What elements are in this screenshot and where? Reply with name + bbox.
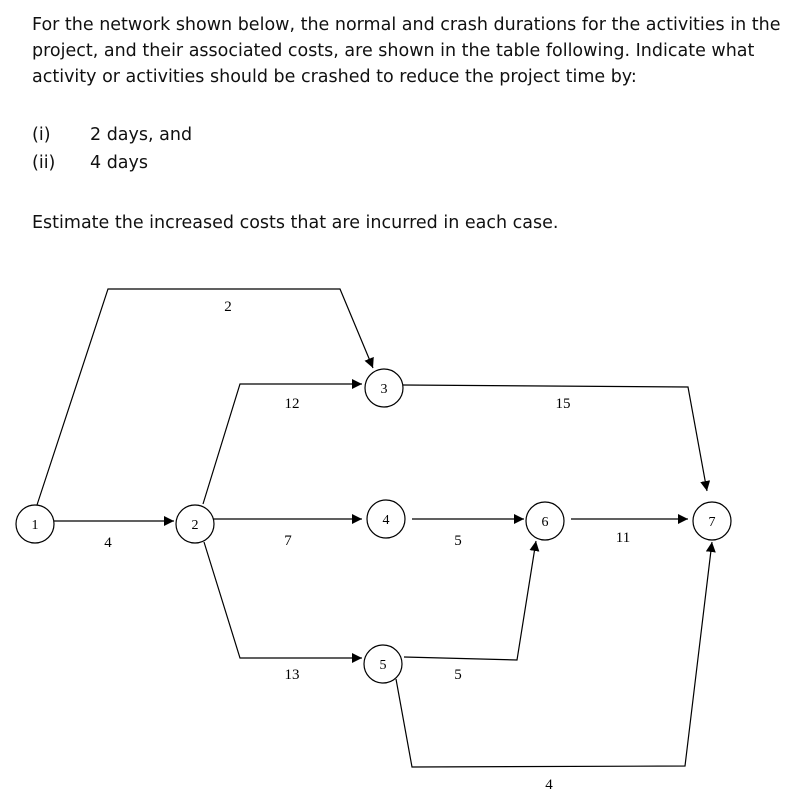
- node: 2: [175, 504, 215, 544]
- edge-label-2-5: 13: [285, 667, 300, 683]
- edge-label-5-6: 5: [454, 667, 462, 683]
- edge-label-1-3: 2: [224, 299, 232, 315]
- question-item-number: (ii): [32, 153, 56, 173]
- edge-5-6: [403, 540, 540, 661]
- node-label: 4: [383, 513, 390, 528]
- question-items: (i) 2 days, and (ii) 4 days: [32, 122, 792, 178]
- node-label: 2: [192, 518, 199, 533]
- edge-2-3: [202, 379, 362, 505]
- node: 7: [692, 501, 732, 541]
- edge-label-1-2: 4: [104, 535, 112, 551]
- node: 5: [363, 644, 403, 684]
- edge-1-3: [35, 288, 374, 509]
- edge-label-3-7: 15: [556, 396, 571, 412]
- node: 6: [525, 501, 565, 541]
- edge-label-2-4: 7: [284, 533, 292, 549]
- node: 3: [364, 368, 404, 408]
- question-item-text: 2 days, and: [90, 125, 193, 145]
- node-label: 3: [381, 382, 388, 397]
- edge-label-2-3: 12: [285, 396, 300, 412]
- question-estimate: Estimate the increased costs that are in…: [32, 213, 559, 233]
- node: 4: [366, 499, 406, 539]
- node-label: 1: [32, 518, 39, 533]
- edge-5-7: [395, 541, 716, 768]
- question-text: For the network shown below, the normal …: [32, 12, 792, 236]
- node-label: 6: [542, 515, 549, 530]
- edge-3-7: [402, 384, 711, 492]
- edge-label-5-7: 4: [545, 777, 553, 793]
- node-label: 5: [380, 658, 387, 673]
- edge-2-5: [203, 541, 362, 663]
- question-intro: For the network shown below, the normal …: [32, 15, 781, 87]
- question-item: (ii) 4 days: [32, 150, 792, 178]
- node: 1: [15, 504, 55, 544]
- question-item: (i) 2 days, and: [32, 122, 792, 150]
- question-item-number: (i): [32, 125, 51, 145]
- node-label: 7: [709, 515, 716, 530]
- question-item-text: 4 days: [90, 153, 149, 173]
- edge-label-6-7: 11: [616, 530, 630, 546]
- edge-label-4-6: 5: [454, 533, 462, 549]
